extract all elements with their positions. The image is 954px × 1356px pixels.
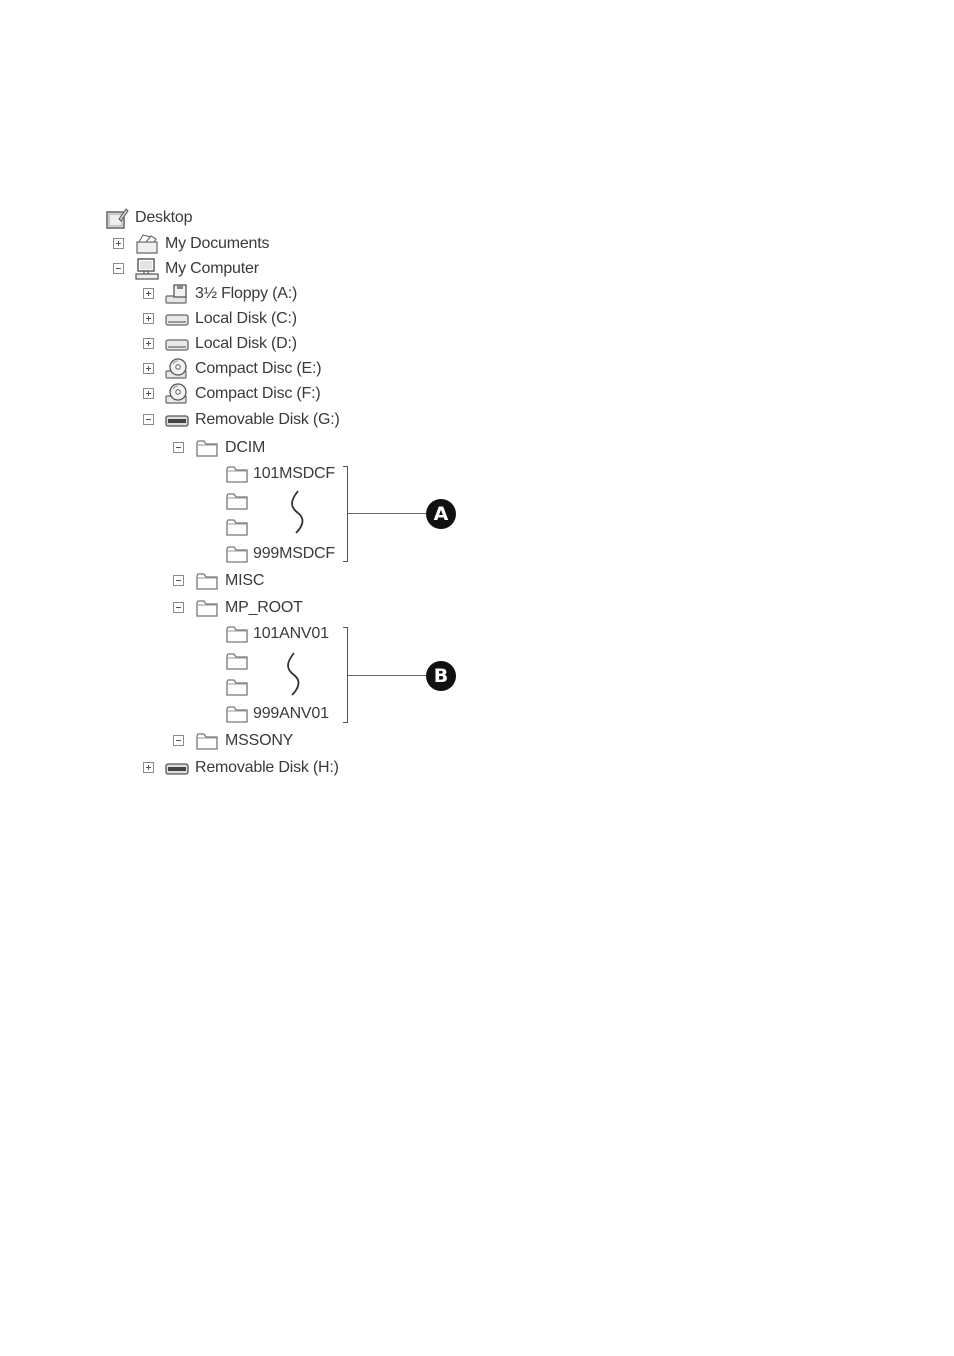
folder-icon: [225, 543, 249, 565]
tree-item-label: 999MSDCF: [253, 545, 335, 563]
callout-badge-a: A: [426, 499, 456, 529]
tree-item-101msdcf[interactable]: 101MSDCF: [225, 462, 335, 486]
desktop-icon: [105, 207, 129, 229]
tree-item-mp-root[interactable]: MP_ROOT: [195, 596, 303, 620]
floppy-drive-icon: [165, 283, 189, 305]
tree-item-folder[interactable]: [225, 489, 255, 513]
hard-drive-icon: [165, 333, 189, 355]
folder-icon: [195, 597, 219, 619]
folder-icon: [225, 516, 249, 538]
tree-item-label: 3½ Floppy (A:): [195, 285, 297, 303]
tree-item-label: 999ANV01: [253, 705, 329, 723]
collapse-icon[interactable]: [173, 575, 184, 586]
tree-item-label: Local Disk (D:): [195, 335, 297, 353]
tree-item-label: MP_ROOT: [225, 599, 303, 617]
expand-icon[interactable]: [143, 363, 154, 374]
removable-disk-icon: [165, 409, 189, 431]
omission-wave-icon: [284, 651, 304, 697]
tree-item-folder[interactable]: [225, 649, 255, 673]
omission-wave-icon: [288, 489, 308, 535]
tree-item-label: Removable Disk (H:): [195, 759, 339, 777]
folder-icon: [225, 623, 249, 645]
tree-item-label: MSSONY: [225, 732, 293, 750]
folder-icon: [225, 676, 249, 698]
tree-item-label: Compact Disc (E:): [195, 360, 321, 378]
folder-icon: [225, 650, 249, 672]
expand-icon[interactable]: [113, 238, 124, 249]
tree-item-999anv01[interactable]: 999ANV01: [225, 702, 329, 726]
folder-icon: [195, 437, 219, 459]
tree-item-999msdcf[interactable]: 999MSDCF: [225, 542, 335, 566]
callout-line-a: [348, 513, 428, 514]
my-documents-icon: [135, 233, 159, 255]
folder-icon: [195, 730, 219, 752]
expand-icon[interactable]: [143, 762, 154, 773]
collapse-icon[interactable]: [173, 735, 184, 746]
tree-item-removable-disk-h[interactable]: Removable Disk (H:): [165, 756, 339, 780]
cd-drive-icon: [165, 383, 189, 405]
folder-icon: [225, 463, 249, 485]
expand-icon[interactable]: [143, 313, 154, 324]
computer-icon: [135, 258, 159, 280]
tree-item-label: My Documents: [165, 235, 269, 253]
tree-item-floppy[interactable]: 3½ Floppy (A:): [165, 282, 297, 306]
removable-disk-icon: [165, 757, 189, 779]
tree-item-removable-disk-g[interactable]: Removable Disk (G:): [165, 408, 340, 432]
tree-item-label: MISC: [225, 572, 264, 590]
tree-item-local-disk-d[interactable]: Local Disk (D:): [165, 332, 297, 356]
collapse-icon[interactable]: [143, 414, 154, 425]
cd-drive-icon: [165, 358, 189, 380]
collapse-icon[interactable]: [173, 442, 184, 453]
tree-item-my-documents[interactable]: My Documents: [135, 232, 269, 256]
expand-icon[interactable]: [143, 338, 154, 349]
tree-item-label: 101MSDCF: [253, 465, 335, 483]
tree-item-label: Desktop: [135, 209, 192, 227]
expand-icon[interactable]: [143, 288, 154, 299]
tree-item-compact-disc-e[interactable]: Compact Disc (E:): [165, 357, 321, 381]
tree-item-folder[interactable]: [225, 675, 255, 699]
tree-item-mssony[interactable]: MSSONY: [195, 729, 293, 753]
callout-badge-b: B: [426, 661, 456, 691]
range-bracket-a: [343, 466, 348, 562]
folder-icon: [225, 703, 249, 725]
collapse-icon[interactable]: [173, 602, 184, 613]
tree-item-folder[interactable]: [225, 515, 255, 539]
expand-icon[interactable]: [143, 388, 154, 399]
tree-item-my-computer[interactable]: My Computer: [135, 257, 259, 281]
tree-item-101anv01[interactable]: 101ANV01: [225, 622, 329, 646]
tree-item-compact-disc-f[interactable]: Compact Disc (F:): [165, 382, 321, 406]
collapse-icon[interactable]: [113, 263, 124, 274]
tree-item-misc[interactable]: MISC: [195, 569, 264, 593]
tree-item-local-disk-c[interactable]: Local Disk (C:): [165, 307, 297, 331]
folder-icon: [225, 490, 249, 512]
tree-item-label: Compact Disc (F:): [195, 385, 321, 403]
callout-line-b: [348, 675, 428, 676]
folder-tree: Desktop My Documents My Computer 3½ Flop…: [0, 0, 954, 900]
hard-drive-icon: [165, 308, 189, 330]
tree-item-dcim[interactable]: DCIM: [195, 436, 265, 460]
tree-item-label: Local Disk (C:): [195, 310, 297, 328]
tree-item-label: DCIM: [225, 439, 265, 457]
tree-item-label: Removable Disk (G:): [195, 411, 340, 429]
tree-item-desktop[interactable]: Desktop: [105, 206, 192, 230]
tree-item-label: My Computer: [165, 260, 259, 278]
tree-item-label: 101ANV01: [253, 625, 329, 643]
folder-icon: [195, 570, 219, 592]
